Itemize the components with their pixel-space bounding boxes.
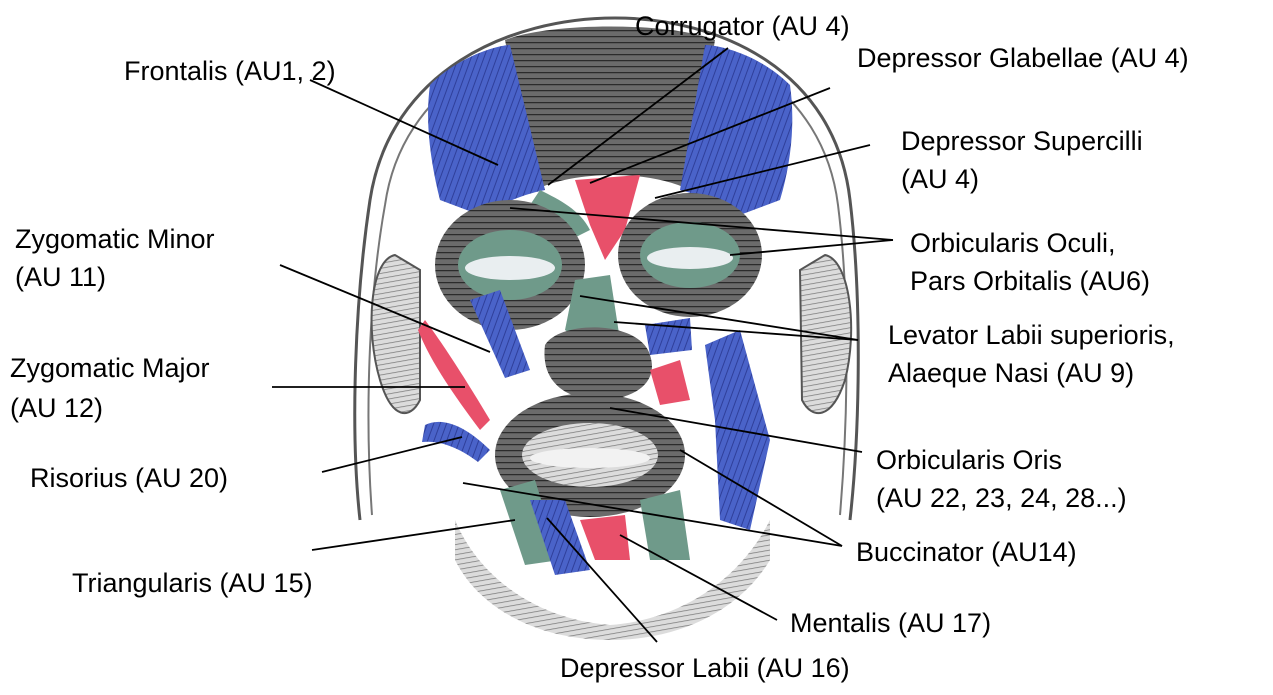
label-zygomatic-major-line1: Zygomatic Major [10, 352, 210, 385]
label-levator-line1: Levator Labii superioris, [888, 319, 1175, 352]
nose-tip [544, 327, 652, 400]
mentalis [580, 515, 630, 560]
label-zygomatic-minor-line2: (AU 11) [15, 261, 106, 294]
label-depressor-supercilli-line2: (AU 4) [901, 163, 979, 196]
label-orbicularis-oris-line1: Orbicularis Oris [876, 444, 1062, 477]
label-risorius: Risorius (AU 20) [30, 462, 228, 495]
label-triangularis: Triangularis (AU 15) [72, 567, 313, 600]
leader-risorius [322, 437, 462, 472]
label-orbicularis-oculi-line2: Pars Orbitalis (AU6) [910, 265, 1150, 298]
label-depressor-labii: Depressor Labii (AU 16) [560, 652, 850, 685]
label-orbicularis-oculi-line1: Orbicularis Oculi, [910, 227, 1116, 260]
label-zygomatic-major-line2: (AU 12) [10, 392, 103, 425]
label-frontalis: Frontalis (AU1, 2) [124, 55, 336, 88]
label-zygomatic-minor-line1: Zygomatic Minor [15, 223, 215, 256]
label-buccinator: Buccinator (AU14) [856, 536, 1077, 569]
label-mentalis: Mentalis (AU 17) [790, 607, 991, 640]
left-ear [372, 255, 420, 413]
levator-right-blue [645, 318, 692, 355]
label-depressor-supercilli-line1: Depressor Supercilli [901, 125, 1143, 158]
label-orbicularis-oris-line2: (AU 22, 23, 24, 28...) [876, 482, 1127, 515]
levator-right-red [650, 360, 690, 405]
leader-triangularis [312, 520, 515, 550]
label-levator-line2: Alaeque Nasi (AU 9) [888, 357, 1134, 390]
label-corrugator: Corrugator (AU 4) [635, 10, 850, 43]
label-depressor-glabellae: Depressor Glabellae (AU 4) [857, 42, 1189, 75]
